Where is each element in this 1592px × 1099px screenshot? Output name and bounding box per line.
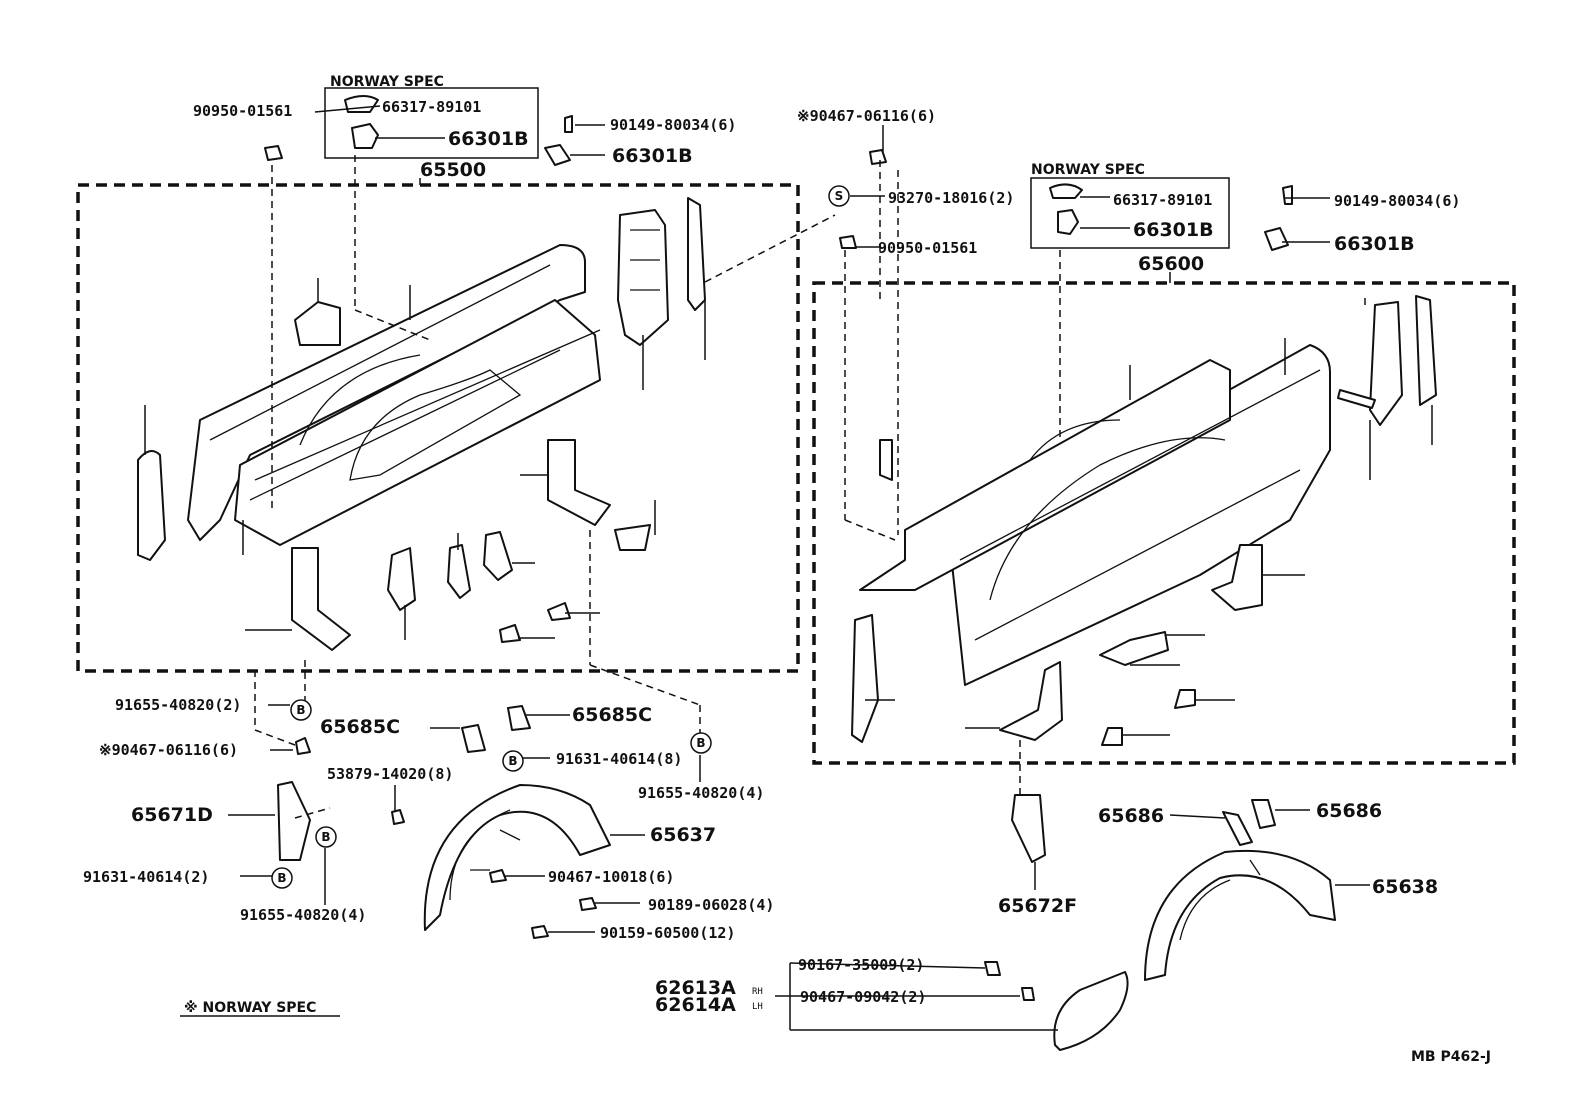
- label-65637: 65637: [650, 824, 716, 846]
- label-91655-40820-4a: 91655-40820(4): [638, 784, 764, 802]
- label-90950-01561-a: 90950-01561: [193, 102, 292, 120]
- label-lh: LH: [752, 1002, 763, 1012]
- label-90149-80034-b: 90149-80034(6): [1334, 192, 1460, 210]
- lamp-bracket-left: [294, 301, 341, 346]
- label-91655-40820-4b: 91655-40820(4): [240, 906, 366, 924]
- lower-brackets-left: [291, 439, 651, 651]
- rear-pillar-right: [1337, 295, 1437, 426]
- label-65671d: 65671D: [131, 804, 213, 826]
- label-90467-10018: 90467-10018(6): [548, 868, 674, 886]
- label-90467-06116-top: ※90467-06116(6): [797, 107, 936, 125]
- norway-spec-frame-b: [1030, 177, 1230, 249]
- label-65685c-b: 65685C: [572, 704, 652, 726]
- label-90189-06028: 90189-06028(4): [648, 896, 774, 914]
- label-53879-14020: 53879-14020(8): [327, 765, 453, 783]
- wheel-house-65637: [423, 784, 611, 931]
- rear-pillar-left: [617, 197, 706, 346]
- label-norway-spec-b: NORWAY SPEC: [1031, 162, 1145, 178]
- bed-side-panel-right: [859, 344, 1331, 686]
- label-91631-40614-8: 91631-40614(8): [556, 750, 682, 768]
- label-rh: RH: [752, 987, 763, 997]
- brackets-65686: [1222, 799, 1276, 846]
- side-bracket-left: [137, 450, 166, 561]
- label-65600: 65600: [1138, 253, 1204, 275]
- wheel-house-65638: [1144, 849, 1336, 981]
- label-91655-40820-2: 91655-40820(2): [115, 696, 241, 714]
- label-66301b-a1: 66301B: [448, 128, 529, 150]
- label-90167-35009: 90167-35009(2): [798, 956, 924, 974]
- label-90149-80034-a: 90149-80034(6): [610, 116, 736, 134]
- svg-text:B: B: [696, 736, 705, 750]
- label-norway-note: ※ NORWAY SPEC: [184, 1000, 316, 1016]
- svg-text:B: B: [321, 830, 330, 844]
- label-65638: 65638: [1372, 876, 1438, 898]
- label-66301b-b1: 66301B: [1133, 219, 1214, 241]
- label-90467-09042: 90467-09042(2): [800, 988, 926, 1006]
- label-65685c-a: 65685C: [320, 716, 400, 738]
- small-fasteners: [264, 95, 1293, 1001]
- badge-s: S: [828, 185, 850, 207]
- svg-text:B: B: [508, 754, 517, 768]
- label-66301b-b2: 66301B: [1334, 233, 1415, 255]
- badge-b-4: B: [315, 826, 337, 848]
- svg-text:B: B: [296, 703, 305, 717]
- badge-b-2: B: [690, 732, 712, 754]
- label-65686-a: 65686: [1098, 805, 1164, 827]
- brackets-65685c: [461, 705, 531, 753]
- badge-b-1: B: [290, 699, 312, 721]
- label-65672f: 65672F: [998, 895, 1077, 917]
- label-66317-89101-a: 66317-89101: [382, 98, 481, 116]
- label-93270-18016: 93270-18016(2): [888, 189, 1014, 207]
- label-66317-89101-b: 66317-89101: [1113, 191, 1212, 209]
- label-norway-spec-a: NORWAY SPEC: [330, 74, 444, 90]
- side-bracket-right: [851, 614, 879, 743]
- bracket-65671d: [277, 781, 311, 861]
- label-90159-60500: 90159-60500(12): [600, 924, 735, 942]
- norway-spec-frame-a: [324, 87, 539, 159]
- group-box-65500: [76, 183, 800, 673]
- label-62614a: 62614A: [655, 994, 736, 1016]
- bracket-65672f: [1011, 794, 1046, 863]
- svg-text:B: B: [277, 871, 286, 885]
- label-62613a: 62613A: [655, 977, 736, 999]
- label-66301b-a2: 66301B: [612, 145, 693, 167]
- bed-side-panel-left: [187, 244, 601, 546]
- label-91631-40614-2: 91631-40614(2): [83, 868, 209, 886]
- group-box-65600: [812, 281, 1516, 765]
- svg-text:S: S: [835, 189, 844, 203]
- mud-guard-62613a: [1053, 971, 1129, 1051]
- label-90950-01561-b: 90950-01561: [878, 239, 977, 257]
- badge-b-5: B: [271, 867, 293, 889]
- badge-b-3: B: [502, 750, 524, 772]
- leader-lines: [144, 105, 1433, 1031]
- label-65686-b: 65686: [1316, 800, 1382, 822]
- label-65500: 65500: [420, 159, 486, 181]
- label-90467-06116-left: ※90467-06116(6): [99, 741, 238, 759]
- label-diagram-code: MB P462-J: [1411, 1049, 1491, 1065]
